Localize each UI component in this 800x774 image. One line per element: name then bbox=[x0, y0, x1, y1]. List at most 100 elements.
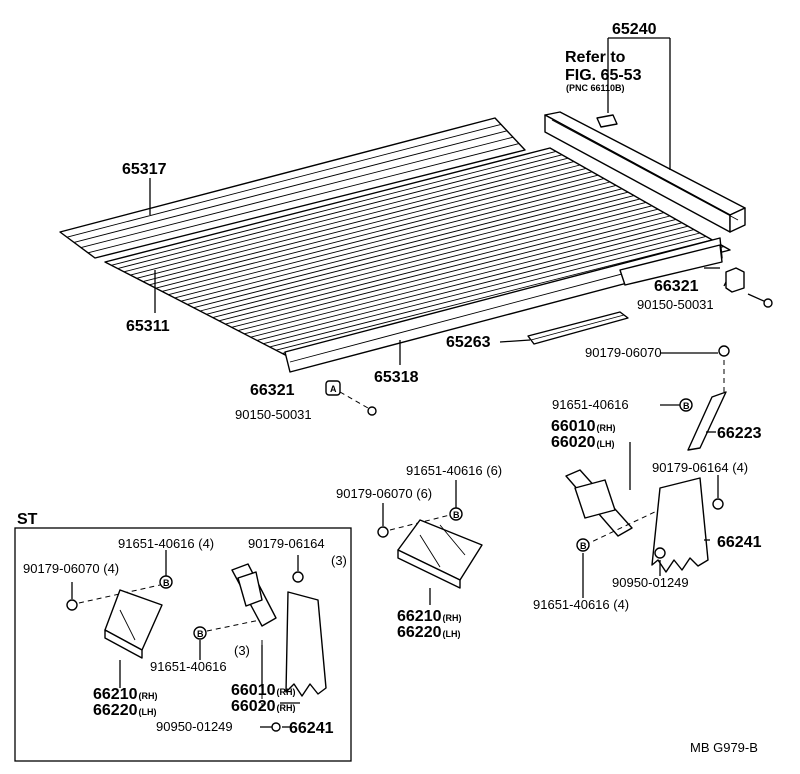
label-91651-top: 91651-40616 bbox=[552, 397, 629, 412]
deck-rib bbox=[199, 198, 641, 312]
nut-90179-06070-6 bbox=[377, 526, 389, 538]
st-b-marker-1: B bbox=[159, 575, 173, 589]
label-90179-06164-4: 90179-06164 (4) bbox=[652, 460, 748, 475]
st-bracket-66210 bbox=[104, 589, 163, 659]
svg-text:B: B bbox=[683, 401, 690, 411]
label-st-66010: 66010(RH) bbox=[231, 682, 296, 699]
label-90150-right: 90150-50031 bbox=[637, 297, 714, 312]
label-st-90179-06164: 90179-06164 bbox=[248, 536, 325, 551]
label-90179-06070: 90179-06070 bbox=[585, 345, 662, 360]
st-kit-box bbox=[14, 527, 352, 762]
deck-rib bbox=[142, 167, 587, 283]
label-65318: 65318 bbox=[374, 369, 419, 386]
cross-rail-65240 bbox=[544, 111, 746, 233]
b-marker-mid: B bbox=[449, 507, 463, 521]
label-st-91651-4: 91651-40616 (4) bbox=[118, 536, 214, 551]
label-65263: 65263 bbox=[446, 334, 491, 351]
st-nut-3 bbox=[292, 571, 304, 583]
bracket-66210-mid bbox=[397, 519, 483, 589]
label-pnc-ref: (PNC 66110B) bbox=[566, 83, 625, 93]
label-66010: 66010(RH) bbox=[551, 418, 616, 435]
deck-rib bbox=[123, 157, 569, 273]
deck-rib bbox=[218, 208, 659, 322]
deck-rib bbox=[130, 161, 575, 276]
svg-text:B: B bbox=[163, 578, 170, 588]
bolt-left bbox=[367, 406, 377, 416]
side-rail-65318 bbox=[284, 237, 723, 373]
label-65311: 65311 bbox=[126, 318, 170, 335]
st-nut-4 bbox=[66, 599, 78, 611]
label-66241: 66241 bbox=[717, 534, 762, 551]
bolt-right bbox=[747, 293, 773, 308]
label-91651-bottom: 91651-40616 (4) bbox=[533, 597, 629, 612]
label-st-90950: 90950-01249 bbox=[156, 719, 233, 734]
deck-rib bbox=[256, 229, 695, 341]
label-66223: 66223 bbox=[717, 425, 762, 442]
deck-rib bbox=[275, 239, 713, 351]
label-fig-ref: FIG. 65-53 bbox=[565, 67, 642, 84]
mudflap-66241 bbox=[651, 477, 709, 573]
deck-rib bbox=[149, 171, 593, 286]
label-st-66241: 66241 bbox=[289, 720, 334, 737]
deck-rib bbox=[180, 188, 623, 302]
deck-rib bbox=[66, 123, 502, 238]
corner-66321-left: A bbox=[325, 380, 341, 396]
deck-rib bbox=[237, 218, 677, 332]
nut-90179-06164 bbox=[712, 498, 724, 510]
corner-66321-right bbox=[725, 267, 745, 293]
deck-rib bbox=[80, 136, 514, 249]
label-st-91651: 91651-40616 bbox=[150, 659, 227, 674]
deck-rib bbox=[73, 130, 508, 243]
label-st-66020: 66020(RH) bbox=[231, 698, 296, 715]
label-refer-to: Refer to bbox=[565, 49, 626, 66]
stay-66223 bbox=[687, 391, 727, 451]
deck-rib bbox=[136, 164, 581, 279]
label-91651-6: 91651-40616 (6) bbox=[406, 463, 502, 478]
deck-rib bbox=[155, 174, 599, 289]
deck-panel-main bbox=[104, 147, 731, 361]
st-hinge-66010 bbox=[231, 563, 277, 627]
deck-rib bbox=[111, 150, 557, 266]
st-mudflap-66241 bbox=[285, 591, 327, 697]
nut-90179-06070 bbox=[718, 345, 730, 357]
deck-rib bbox=[168, 181, 611, 296]
b-marker-top: B bbox=[679, 398, 693, 412]
washer-90950 bbox=[654, 547, 666, 559]
label-st-90179-06164-qty: (3) bbox=[331, 553, 347, 568]
st-washer bbox=[271, 722, 281, 732]
deck-rib bbox=[244, 222, 683, 335]
deck-rib bbox=[161, 178, 605, 292]
deck-rib bbox=[231, 215, 671, 328]
leader-lines bbox=[71, 37, 727, 728]
st-b-marker-2: B bbox=[193, 626, 207, 640]
label-65317: 65317 bbox=[122, 161, 167, 178]
label-66220-mid: 66220(LH) bbox=[397, 624, 461, 641]
label-st-qty3: (3) bbox=[234, 643, 250, 658]
figure-code: MB G979-B bbox=[690, 740, 758, 755]
label-66321-right: 66321 bbox=[654, 278, 699, 295]
a-marker-left: A bbox=[330, 384, 337, 394]
b-marker-bottom: B bbox=[576, 538, 590, 552]
deck-rib bbox=[212, 205, 653, 318]
svg-text:B: B bbox=[580, 541, 587, 551]
label-st: ST bbox=[17, 511, 38, 528]
label-65240: 65240 bbox=[612, 21, 657, 38]
label-90950: 90950-01249 bbox=[612, 575, 689, 590]
label-90150-left: 90150-50031 bbox=[235, 407, 312, 422]
svg-text:B: B bbox=[197, 629, 204, 639]
deck-rib bbox=[250, 225, 689, 338]
label-st-66210: 66210(RH) bbox=[93, 686, 158, 703]
hinge-66010 bbox=[565, 469, 633, 537]
deck-rib bbox=[87, 143, 520, 254]
label-66321-left: 66321 bbox=[250, 382, 295, 399]
deck-rib bbox=[193, 195, 635, 309]
deck-rib bbox=[269, 235, 707, 348]
refer-block bbox=[596, 114, 618, 128]
deck-rib bbox=[174, 184, 617, 299]
deck-panel-left bbox=[59, 117, 526, 259]
deck-rib bbox=[206, 201, 647, 315]
deck-rib bbox=[187, 191, 629, 305]
label-90179-06070-6: 90179-06070 (6) bbox=[336, 486, 432, 501]
deck-rib bbox=[263, 232, 701, 345]
